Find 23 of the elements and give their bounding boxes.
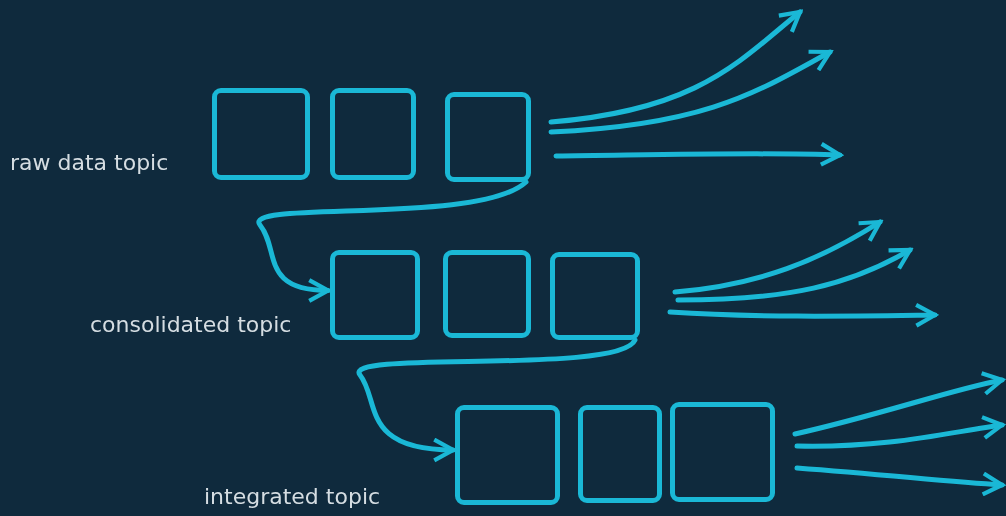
arrow (357, 337, 638, 462)
arrow (794, 465, 1005, 497)
topic-box (330, 88, 416, 180)
topic-label: consolidated topic (90, 312, 292, 337)
topic-box (212, 88, 310, 180)
arrow (792, 371, 1005, 437)
topic-box (443, 250, 531, 338)
topic-box (455, 405, 560, 505)
arrow (675, 247, 913, 303)
arrow (548, 9, 803, 125)
arrow (794, 415, 1005, 449)
arrow (548, 49, 833, 135)
arrow (667, 302, 938, 328)
arrow (672, 219, 883, 295)
arrow (257, 179, 529, 302)
topic-box (670, 402, 775, 502)
topic-label: integrated topic (204, 484, 381, 509)
topic-box (330, 250, 420, 340)
topic-box (445, 92, 531, 182)
arrow (553, 141, 843, 167)
topic-box (550, 252, 640, 340)
topic-box (578, 405, 662, 503)
topic-label: raw data topic (10, 150, 169, 175)
